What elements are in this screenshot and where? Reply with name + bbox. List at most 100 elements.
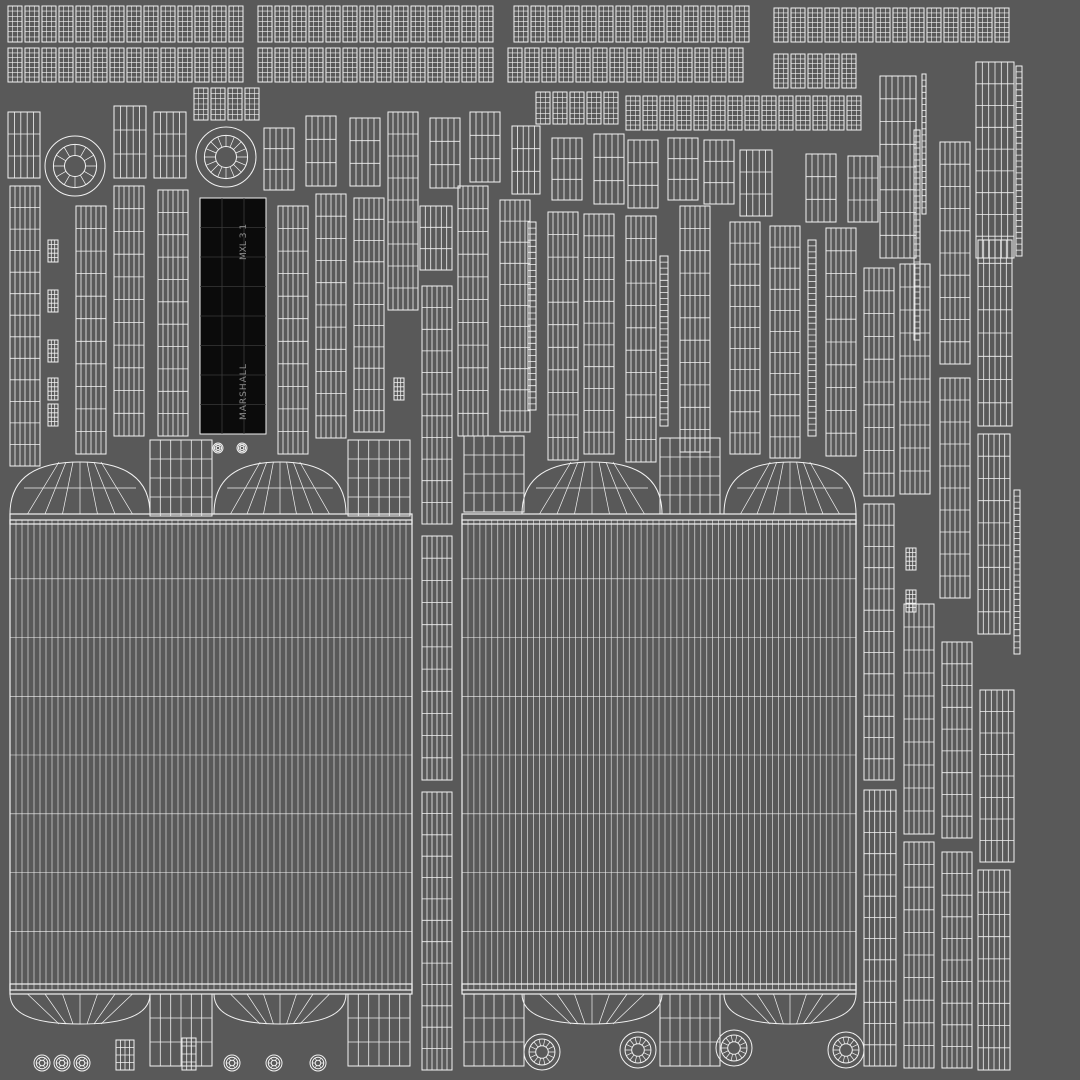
dome-lines <box>737 461 843 515</box>
uv-block-lines <box>309 6 323 42</box>
top-row-block <box>795 95 811 131</box>
uv-block-lines <box>729 48 743 82</box>
wheel-top-center <box>195 126 257 188</box>
bottom-wheel <box>619 1031 657 1069</box>
top-row-block <box>308 47 324 83</box>
top-row-block <box>659 95 675 131</box>
label-brand-text: MARSHALL <box>239 363 249 420</box>
top-row-block <box>790 53 806 89</box>
barrel-neck <box>149 439 213 517</box>
uv-wheel-spokes <box>214 444 222 452</box>
uv-block-lines <box>229 48 243 82</box>
uv-wheel-spokes <box>204 135 248 179</box>
top-row-block <box>393 47 409 83</box>
uv-strip-lines <box>978 240 1012 426</box>
uv-strip-lines <box>48 240 58 262</box>
uv-block-lines <box>808 8 822 42</box>
barrel-bottom-neck <box>149 993 213 1067</box>
uv-block-outline <box>177 47 193 83</box>
top-row-block <box>58 47 74 83</box>
tall-strip <box>903 841 935 1069</box>
uv-block-lines <box>582 6 596 42</box>
top-row-block <box>592 47 608 83</box>
tall-strip <box>729 221 761 455</box>
uv-block-outline <box>700 5 716 43</box>
uv-block-outline <box>143 5 159 43</box>
top-row-block <box>410 5 426 43</box>
uv-strip-lines <box>922 79 926 209</box>
uv-block-lines <box>830 96 844 130</box>
uv-block-lines <box>479 48 493 82</box>
uv-block-lines <box>553 92 567 124</box>
uv-strip-lines <box>976 62 1014 258</box>
uv-strip-outline <box>47 289 59 313</box>
uv-block-outline <box>257 47 273 83</box>
uv-wheel-outer <box>33 1054 51 1072</box>
uv-block-outline <box>676 95 692 131</box>
uv-wheel-spokes <box>53 144 97 188</box>
uv-strip-lines <box>350 118 380 186</box>
barrel-bottom-neck <box>463 993 525 1067</box>
uv-block-outline <box>524 47 540 83</box>
tall-strip <box>421 791 453 1071</box>
uv-block-lines <box>343 48 357 82</box>
tall-strip <box>863 267 895 497</box>
uv-wheel-outer <box>265 1054 283 1072</box>
uv-block-lines <box>995 8 1009 42</box>
uv-block-lines <box>531 6 545 42</box>
uv-wheel-outer <box>44 135 106 197</box>
top-row-block <box>807 7 823 43</box>
uv-block-lines <box>445 48 459 82</box>
top-row-block <box>841 7 857 43</box>
uv-wheel-outer <box>619 1031 657 1069</box>
uv-strip-lines <box>904 604 934 834</box>
tall-strip <box>387 111 419 311</box>
uv-strip-lines <box>806 154 836 222</box>
uv-block-outline <box>530 5 546 43</box>
uv-block-lines <box>42 6 56 42</box>
tall-strip <box>769 225 801 459</box>
uv-block-lines <box>360 48 374 82</box>
tall-strip <box>975 61 1015 259</box>
uv-block-lines <box>842 8 856 42</box>
top-row-block <box>564 5 580 43</box>
uv-strip-lines <box>388 112 418 310</box>
uv-strip-lines <box>422 792 452 1070</box>
tall-strip <box>879 75 917 259</box>
uv-block-lines <box>229 6 243 42</box>
uv-block-lines <box>587 92 601 124</box>
dome-lines <box>539 993 645 1025</box>
top-row-block <box>461 5 477 43</box>
uv-block-outline <box>109 47 125 83</box>
top-row-block <box>727 95 743 131</box>
cap-island <box>593 133 625 205</box>
uv-block-lines <box>445 6 459 42</box>
thin-strip <box>913 129 921 341</box>
uv-block-outline <box>461 5 477 43</box>
cap-island <box>667 137 699 201</box>
cap-island <box>703 139 735 205</box>
uv-block-outline <box>744 95 760 131</box>
top-row-block <box>649 5 665 43</box>
uv-strip-outline <box>667 137 699 201</box>
dome-lines <box>227 461 333 515</box>
uv-block-lines <box>791 8 805 42</box>
uv-strip-lines <box>770 226 800 458</box>
uv-block-lines <box>610 48 624 82</box>
uv-block-outline <box>564 5 580 43</box>
uv-block-lines <box>599 6 613 42</box>
tall-strip <box>583 213 615 455</box>
uv-block-outline <box>581 5 597 43</box>
barrel-neck <box>463 435 525 513</box>
uv-block-outline <box>376 5 392 43</box>
thin-strip <box>1013 489 1021 655</box>
uv-block-lines <box>178 6 192 42</box>
tall-strip <box>977 869 1011 1071</box>
uv-strip-lines <box>48 340 58 362</box>
uv-block-lines <box>650 6 664 42</box>
uv-block-lines <box>25 48 39 82</box>
uv-block-outline <box>660 47 676 83</box>
top-row-block <box>92 47 108 83</box>
uv-block-outline <box>109 5 125 43</box>
uv-wheel-outer <box>195 126 257 188</box>
